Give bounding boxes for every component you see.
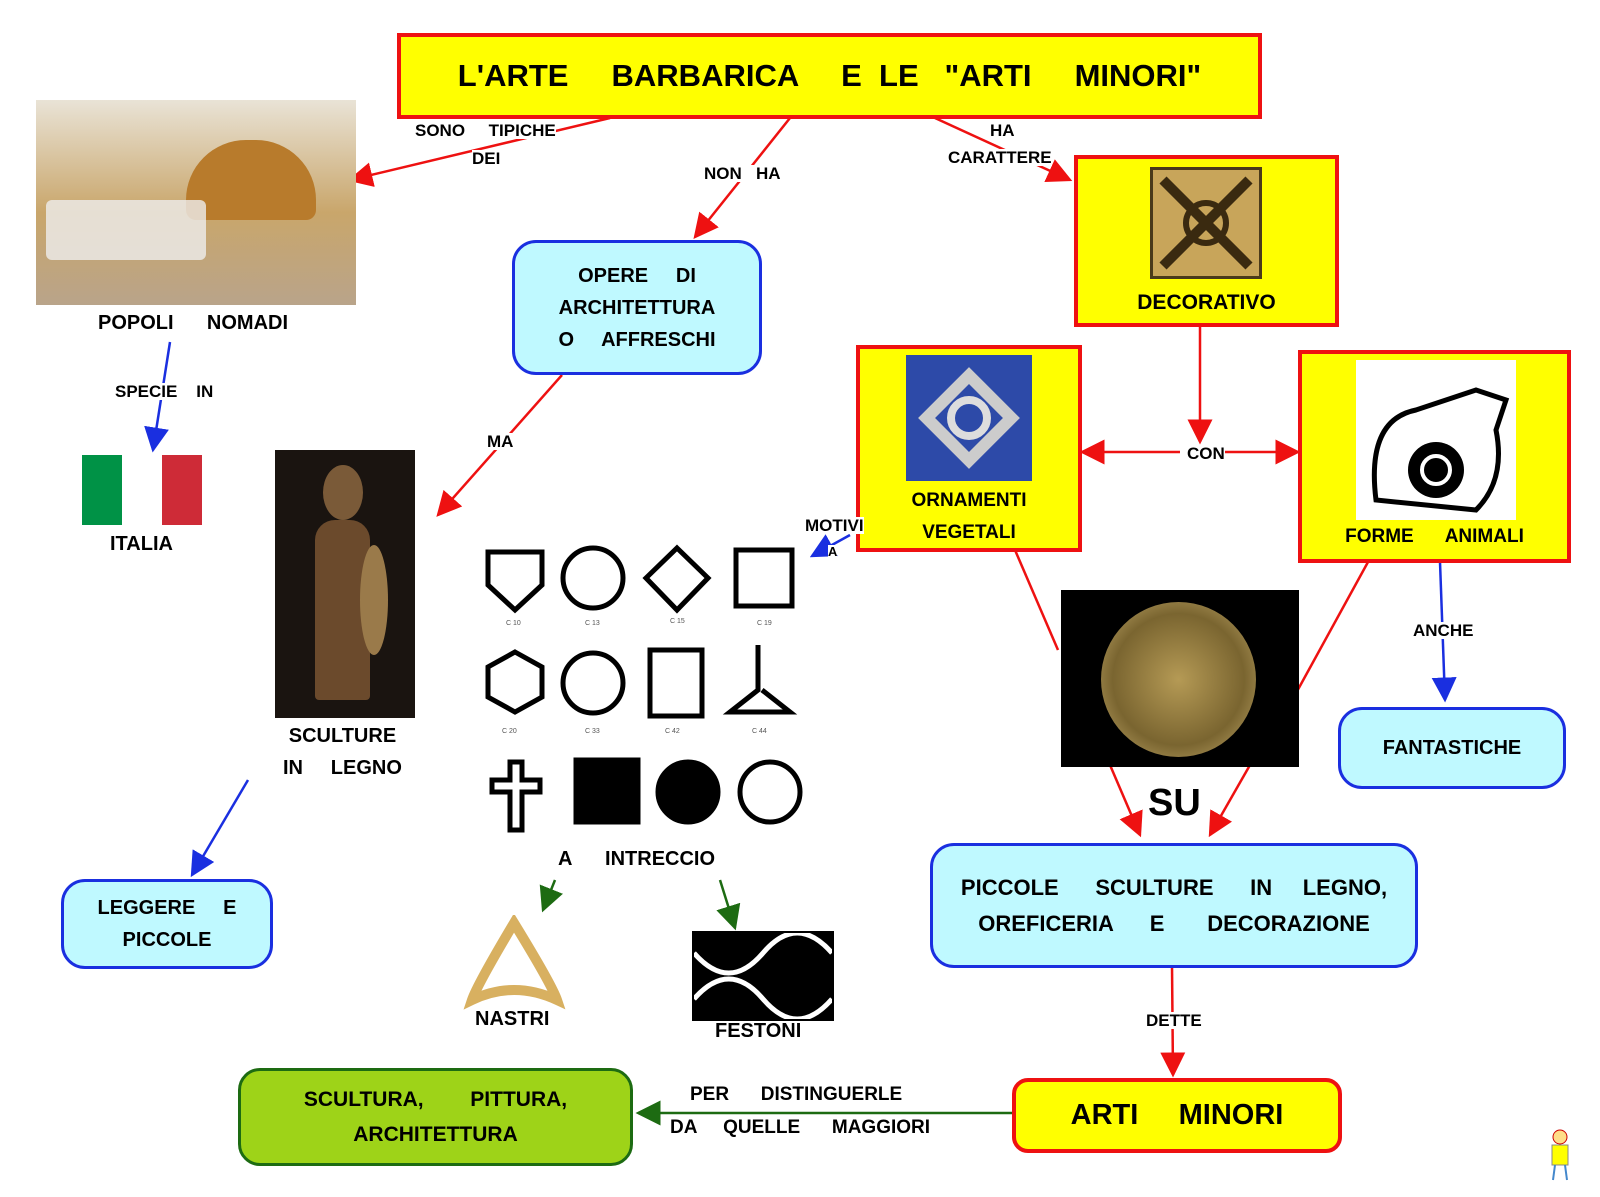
node-ornamenti-vegetali: ORNAMENTI VEGETALI [911,490,1027,543]
title-box: L'ARTE BARBARICA E LE "ARTI MINORI" [397,33,1262,119]
node-scultura-pittura-architettura: SCULTURA, PITTURA, ARCHITETTURA [238,1068,633,1166]
node-decorativo: DECORATIVO [1137,291,1276,314]
node-piccole-sculture: PICCOLE SCULTURE IN LEGNO, OREFICERIA E … [930,843,1418,968]
node-arti-minori: ARTI MINORI [1012,1078,1342,1153]
link-per-distinguerle: PER DISTINGUERLE [690,1084,903,1105]
node-opere: OPERE DI ARCHITETTURA O AFFRESCHI [512,240,762,375]
node-decorativo-box: DECORATIVO [1074,155,1339,327]
arrow-to-popoli [347,116,611,187]
link-con: CON [1187,444,1225,463]
celtic-knot-image [1150,167,1262,279]
knot-caption: C 42 [665,728,680,735]
link-anche: ANCHE [1413,621,1474,640]
link-dei: DEI [472,149,501,168]
knot-caption: C 15 [670,618,685,625]
knot-ornament-image [906,355,1032,481]
link-dette: DETTE [1146,1011,1202,1030]
link-non-ha: NON HA [704,164,781,183]
mascot-icon [1545,1128,1575,1183]
link-ma: MA [487,432,514,451]
node-popoli-nomadi: POPOLI NOMADI [98,312,289,334]
link-carattere: CARATTERE [948,148,1052,167]
node-festoni: FESTONI [715,1020,802,1042]
node-ornamenti-box: ORNAMENTI VEGETALI [856,345,1082,552]
node-nastri: NASTRI [475,1008,550,1030]
link-da-quelle-maggiori: DA QUELLE MAGGIORI [670,1117,931,1138]
wood-sculpture-image [275,450,415,718]
link-specie-in: SPECIE IN [115,382,214,401]
knot-caption: C 20 [502,728,517,735]
node-a-intreccio: A INTRECCIO [558,848,716,870]
node-forme-animali: FORME ANIMALI [1345,526,1524,547]
cattle-shape [46,200,206,260]
knot-caption: C 10 [506,620,521,627]
page-title: L'ARTE BARBARICA E LE "ARTI MINORI" [457,58,1202,93]
link-ha: HA [990,121,1015,140]
celtic-motifs-grid: C 10 C 13 C 15 C 19 C 20 C 33 C 42 C 44 [480,540,810,840]
link-a: A [828,544,838,559]
node-italia: ITALIA [110,533,173,555]
node-forme-animali-box: FORME ANIMALI [1298,350,1571,563]
node-fantastiche: FANTASTICHE [1338,707,1566,789]
knot-caption: C 33 [585,728,600,735]
nomads-image [36,100,356,305]
knot-caption: C 13 [585,620,600,627]
animal-form-image [1356,360,1516,520]
italy-flag-icon [82,455,202,525]
brooch-image [1061,590,1299,767]
knot-caption: C 44 [752,728,767,735]
festoon-image [692,930,834,1022]
knot-caption: C 19 [757,620,772,627]
link-sono-tipiche: SONO TIPICHE [415,121,556,140]
node-leggere-piccole: LEGGERE E PICCOLE [61,879,273,969]
link-motivi: MOTIVI [805,516,864,535]
node-sculture-legno: SCULTURE IN LEGNO [283,725,402,779]
ribbon-knot-image [462,913,567,1010]
link-su: SU [1148,782,1201,824]
yurt-shape [186,140,316,220]
